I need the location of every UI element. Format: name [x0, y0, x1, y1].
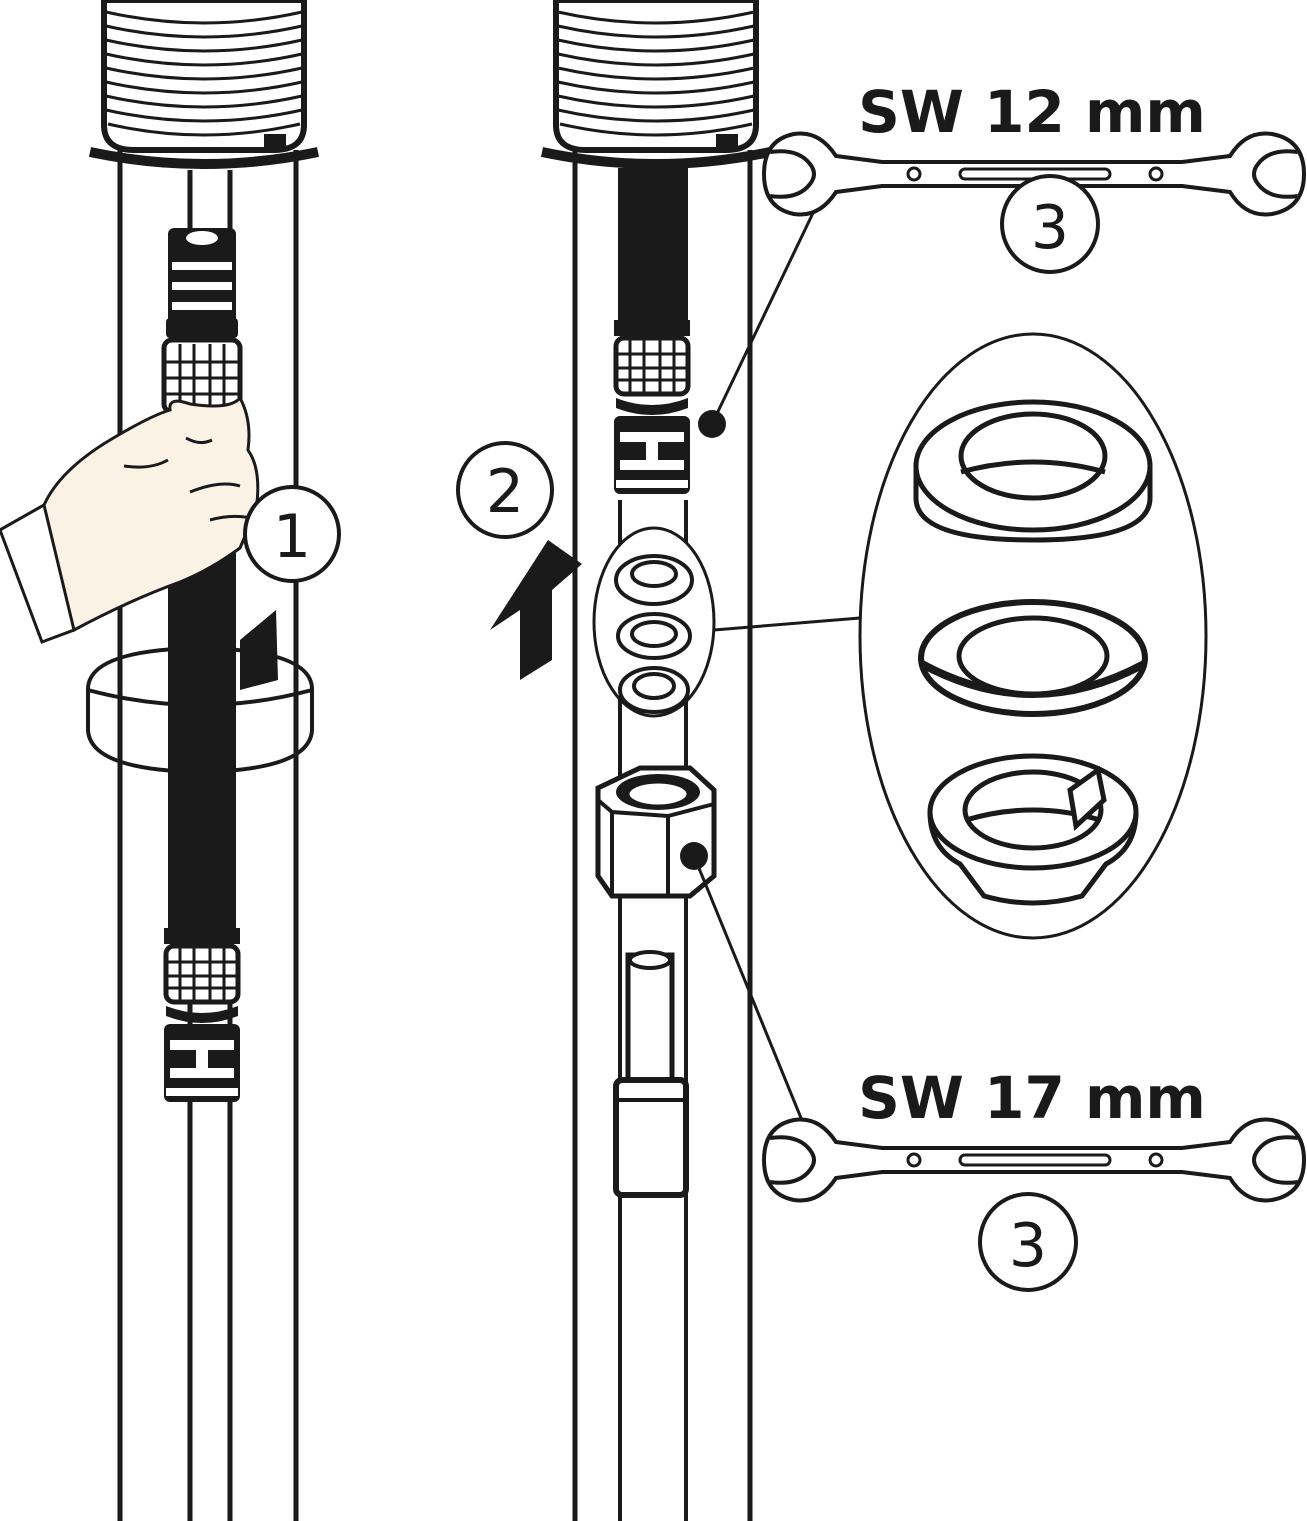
wrench-12mm-label: SW 12 mm [858, 78, 1206, 146]
left-threaded-cap [90, 0, 318, 164]
left-assembly: 1 [0, 0, 341, 1521]
wrench-12-pointer [698, 410, 726, 438]
step-2-marker: 2 [456, 441, 554, 539]
step-1-label: 1 [273, 502, 311, 572]
step-3-label-bottom: 3 [1009, 1211, 1047, 1281]
left-top-fitting [161, 228, 243, 415]
seal-rings [592, 526, 716, 718]
seal-detail-magnified [858, 332, 1208, 940]
step-2-label: 2 [486, 457, 524, 527]
middle-threaded-cap [542, 0, 770, 164]
middle-assembly: 2 [456, 0, 861, 1521]
step-1-marker: 1 [243, 485, 341, 583]
wrench-17mm-label: SW 17 mm [858, 1064, 1206, 1132]
hex-nut [595, 765, 717, 899]
wrench-12mm: SW 12 mm 3 [762, 78, 1306, 274]
rotation-arrow-icon [86, 610, 314, 775]
leader-lines [692, 189, 861, 1141]
left-bottom-fitting [164, 928, 240, 1102]
step-3-label-top: 3 [1031, 193, 1069, 263]
pipe-end [613, 950, 689, 1198]
middle-hose [618, 168, 688, 328]
hand-icon [0, 395, 260, 644]
middle-hose-fitting [614, 320, 690, 494]
middle-guide-lines [572, 150, 753, 1521]
up-arrow-icon [490, 540, 582, 680]
wrench-17mm: SW 17 mm 3 [762, 1064, 1306, 1292]
